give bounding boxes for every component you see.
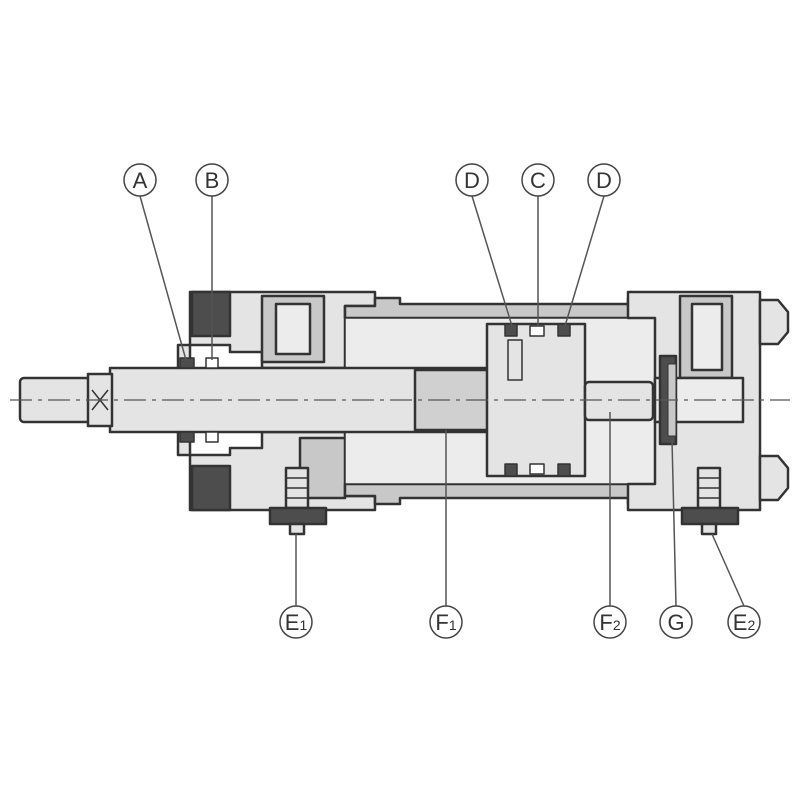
leader-A (139, 195, 187, 361)
piston-seal-left-bottom (504, 463, 518, 477)
callout-circle (195, 163, 229, 197)
seal-housing-lower (190, 464, 232, 512)
rear-cushion-spear (583, 380, 655, 422)
callout-circle (593, 605, 627, 639)
tie-rod-nut-lower (758, 454, 790, 502)
rear-cushion-screw-tip (700, 522, 718, 536)
callout-circle (429, 605, 463, 639)
callout-A: A (123, 163, 157, 197)
callout-D-left: D (455, 163, 489, 197)
tie-rod-nut-upper (758, 298, 790, 346)
rod-wiper-upper (179, 357, 195, 369)
front-cushion-screw-tip (288, 522, 306, 536)
callout-circle (123, 163, 157, 197)
callout-label: E1 (285, 610, 308, 635)
rear-cushion-screw-nut (680, 506, 740, 526)
callout-label: D (464, 168, 480, 193)
leader-E2 (711, 533, 745, 607)
callout-label: D (596, 168, 612, 193)
rear-port-upper-bore (690, 302, 724, 372)
callout-label: B (205, 168, 220, 193)
piston-seal-right-top (557, 323, 571, 337)
callout-circle (587, 163, 621, 197)
callout-label: F2 (599, 610, 620, 635)
rear-cushion-screw-thread (698, 477, 720, 499)
callout-F1: F1 (429, 605, 463, 639)
callout-labels: A B D C D E1 F1 F2 (123, 163, 761, 639)
callout-D-right: D (587, 163, 621, 197)
piston-wear-ring-bottom (529, 463, 545, 475)
seal-housing-upper (190, 290, 232, 338)
piston-grub-screw (507, 339, 523, 381)
callout-E1: E1 (279, 605, 313, 639)
callout-B: B (195, 163, 229, 197)
callout-circle (455, 163, 489, 197)
callout-label: E2 (733, 610, 756, 635)
leader-D-right (564, 195, 605, 327)
callout-G: G (659, 605, 693, 639)
callout-E2: E2 (727, 605, 761, 639)
leader-D-left (471, 195, 513, 327)
callout-circle (727, 605, 761, 639)
front-port-upper-bore (274, 302, 312, 356)
piston-seal-right-bottom (557, 463, 571, 477)
front-cushion-screw-thread (286, 477, 308, 499)
callout-circle (521, 163, 555, 197)
callout-label: F1 (435, 610, 456, 635)
callout-label: A (133, 168, 148, 193)
piston-wear-ring-top (529, 325, 545, 337)
callout-F2: F2 (593, 605, 627, 639)
rod-seal-lower (205, 431, 219, 443)
cylinder-assembly (18, 290, 790, 536)
leader-lines (139, 195, 745, 607)
callout-label: G (667, 610, 684, 635)
piston-seal-left-top (504, 323, 518, 337)
front-cushion-screw-nut (268, 506, 328, 526)
callout-label: C (530, 168, 546, 193)
callout-circle (659, 605, 693, 639)
rod-wiper-lower (179, 431, 195, 443)
leader-G (671, 439, 677, 607)
callout-C: C (521, 163, 555, 197)
callout-circle (279, 605, 313, 639)
